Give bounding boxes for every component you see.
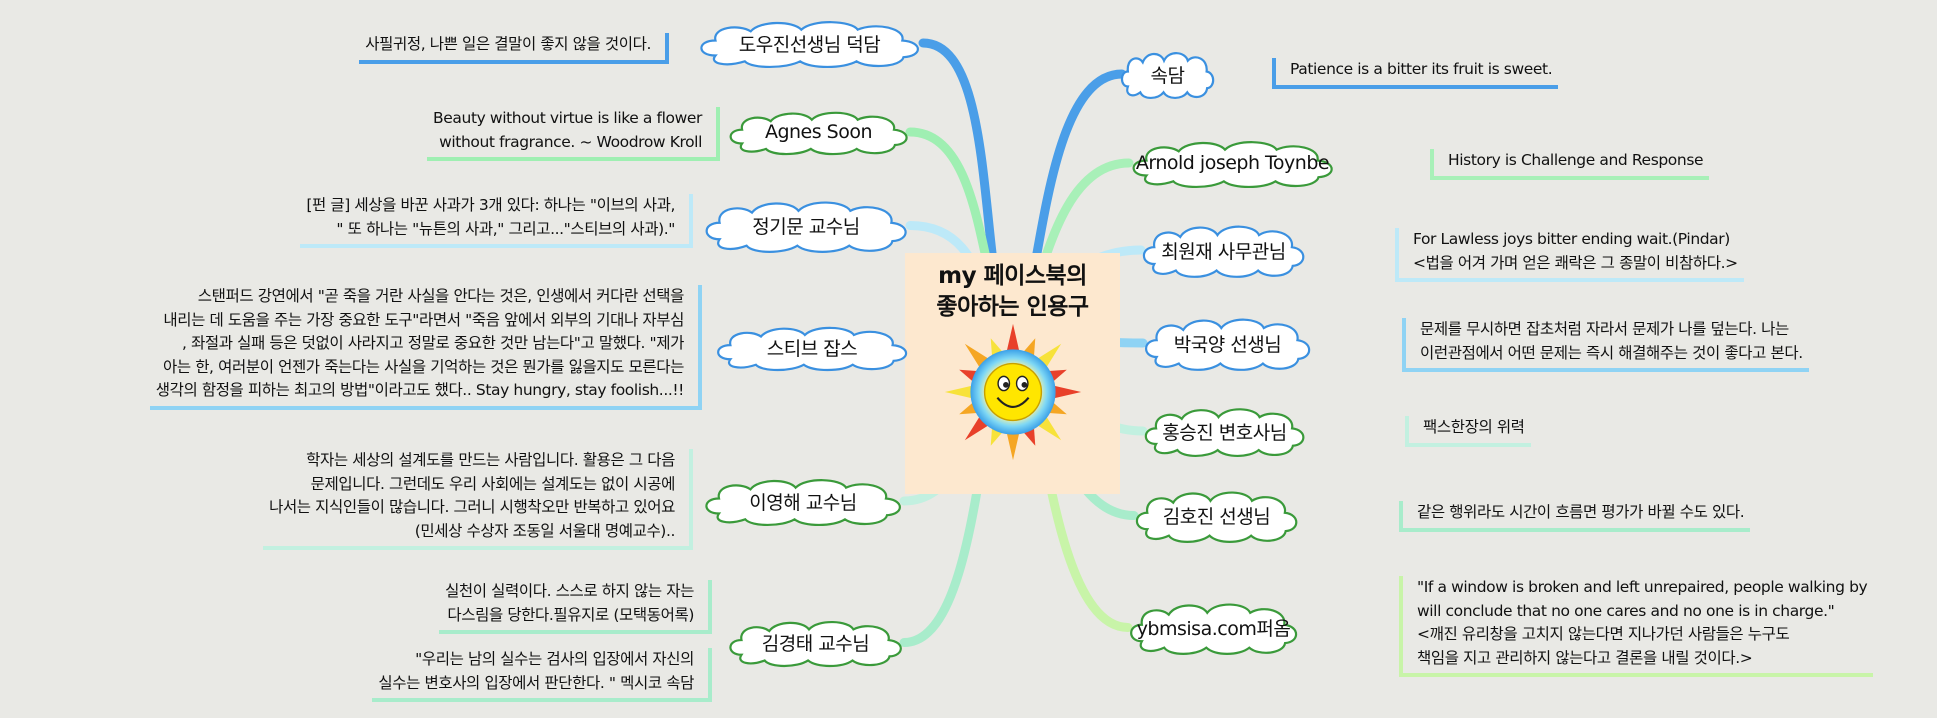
quote-leaf[interactable]: 팩스한장의 위력: [1405, 416, 1531, 447]
quote-line: <깨진 유리창을 고치지 않는다면 지나가던 사람들은 누구도: [1417, 625, 1790, 644]
topic-node[interactable]: 스티브 잡스: [710, 324, 914, 371]
quote-line: 사필귀정, 나쁜 일은 결말이 좋지 않을 것이다.: [365, 35, 651, 53]
topic-node[interactable]: 정기문 교수님: [698, 198, 914, 253]
cloud-shape: [710, 324, 914, 371]
topic-label: 김호진 선생님: [1162, 506, 1271, 528]
topic-node[interactable]: 이영해 교수님: [698, 476, 908, 526]
quote-leaf[interactable]: [펀 글] 세상을 바꾼 사과가 3개 있다: 하나는 "이브의 사과, " 또 …: [300, 194, 693, 249]
topic-label: Agnes Soon: [764, 121, 873, 143]
topic-label: 정기문 교수님: [752, 216, 860, 238]
quote-line: (민세상 수상자 조동일 서울대 명예교수)..: [414, 521, 676, 540]
cloud-shape: [1137, 222, 1310, 278]
quote-line: 다스림을 당한다.필유지로 (모택동어록): [447, 605, 694, 624]
quote-leaf[interactable]: Patience is a bitter its fruit is sweet.: [1272, 58, 1559, 89]
quote-line: 책임을 지고 관리하지 않는다고 결론을 내릴 것이다.>: [1417, 648, 1753, 667]
quote-line: 문제를 무시하면 잡초처럼 자라서 문제가 나를 덮는다. 나는: [1420, 320, 1789, 338]
topic-label: 도우진선생님 덕담: [738, 33, 881, 56]
quote-line: 생각의 함정을 피하는 최고의 방법"이라고도 했다.. Stay hungry…: [155, 381, 685, 400]
cloud-shape: [698, 476, 908, 526]
cloud-shape: [1139, 315, 1316, 371]
topic-node[interactable]: 홍승진 변호사님: [1139, 405, 1310, 457]
quote-line: History is Challenge and Response: [1448, 151, 1704, 169]
smiling-sun-icon: [944, 323, 1082, 461]
quote-line: Beauty without virtue is like a flower: [433, 109, 702, 127]
topic-label: 최원재 사무관님: [1161, 240, 1286, 263]
quote-line: 실수는 변호사의 입장에서 판단한다. " 멕시코 속담: [378, 673, 694, 692]
quote-line: 문제입니다. 그런데도 우리 사회에는 설계도는 없이 시공에: [310, 474, 676, 493]
topic-node[interactable]: Arnold joseph Toynbe: [1125, 138, 1340, 188]
cloud-shape: [723, 618, 908, 667]
quote-leaf[interactable]: 같은 행위라도 시간이 흐름면 평가가 바뀔 수도 있다.: [1399, 501, 1751, 532]
quote-line: 팩스한장의 위력: [1423, 418, 1525, 436]
quote-line: "우리는 남의 실수는 검사의 입장에서 자신의: [415, 650, 694, 668]
cloud-shape: [1118, 49, 1217, 99]
topic-label: 박국양 선생님: [1173, 333, 1282, 356]
cloud-shape: [1125, 138, 1340, 188]
quote-line: 이런관점에서 어떤 문제는 즉시 해결해주는 것이 좋다고 본다.: [1420, 343, 1803, 362]
title-line-2: 좋아하는 인용구: [936, 294, 1089, 320]
quote-leaf[interactable]: Beauty without virtue is like a flower wi…: [427, 107, 720, 162]
topic-label: 이영해 교수님: [749, 491, 857, 514]
quote-line: 아는 한, 여러분이 언젠가 죽는다는 사실을 기억하는 것은 뭔가를 잃을지도…: [162, 357, 684, 376]
quote-line: 실천이 실력이다. 스스로 하지 않는 자는: [445, 582, 694, 600]
central-topic[interactable]: my 페이스북의 좋아하는 인용구: [905, 253, 1120, 494]
quote-line: , 좌절과 실패 등은 덧없이 사라지고 정말로 중요한 것만 남는다"고 말했…: [182, 334, 684, 353]
quote-line: 스탠퍼드 강연에서 "곧 죽을 거란 사실을 안다는 것은, 인생에서 커다란 …: [197, 287, 685, 305]
topic-node[interactable]: ybmsisa.com퍼옴: [1124, 600, 1303, 655]
sun-ray: [1005, 428, 1021, 461]
topic-label: ybmsisa.com퍼옴: [1136, 618, 1291, 640]
topic-node[interactable]: 최원재 사무관님: [1137, 222, 1310, 278]
topic-node[interactable]: 김호진 선생님: [1130, 488, 1303, 543]
cloud-shape: [1130, 488, 1303, 543]
topic-node[interactable]: 속담: [1118, 49, 1217, 99]
cloud-shape: [723, 109, 914, 155]
quote-leaf[interactable]: History is Challenge and Response: [1430, 149, 1710, 180]
quote-line: <법을 어겨 가며 얻은 쾌락은 그 종말이 비참하다.>: [1413, 253, 1738, 272]
quote-line: 나서는 지식인들이 많습니다. 그러니 시행착오만 반복하고 있어요: [269, 498, 675, 517]
cloud-shape: [692, 18, 927, 68]
quote-line: [펀 글] 세상을 바꾼 사과가 3개 있다: 하나는 "이브의 사과,: [306, 196, 675, 214]
topic-node[interactable]: 박국양 선생님: [1139, 315, 1316, 371]
topic-label: 김경태 교수님: [761, 633, 870, 655]
quote-leaf[interactable]: "If a window is broken and left unrepair…: [1399, 576, 1874, 678]
topic-label: 홍승진 변호사님: [1162, 421, 1287, 444]
quote-leaf[interactable]: 스탠퍼드 강연에서 "곧 죽을 거란 사실을 안다는 것은, 인생에서 커다란 …: [149, 285, 702, 410]
quote-line: Patience is a bitter its fruit is sweet.: [1290, 60, 1553, 78]
quote-line: will conclude that no one cares and no o…: [1417, 601, 1835, 620]
quote-line: For Lawless joys bitter ending wait.(Pin…: [1413, 230, 1730, 248]
quote-line: "If a window is broken and left unrepair…: [1417, 578, 1868, 596]
quote-line: " 또 하나는 "뉴튼의 사과," 그리고..."스티브의 사과).": [336, 219, 675, 238]
sun-ray: [1005, 323, 1021, 356]
sun-ray: [1049, 384, 1082, 400]
quote-line: 같은 행위라도 시간이 흐름면 평가가 바뀔 수도 있다.: [1417, 503, 1745, 521]
topic-label: Arnold joseph Toynbe: [1135, 152, 1330, 174]
topic-label: 스티브 잡스: [766, 338, 858, 360]
topic-node[interactable]: 김경태 교수님: [723, 618, 908, 667]
title-line-1: my 페이스북의: [938, 263, 1087, 289]
cloud-shape: [698, 198, 914, 253]
quote-leaf[interactable]: For Lawless joys bitter ending wait.(Pin…: [1395, 228, 1744, 283]
quote-leaf[interactable]: 사필귀정, 나쁜 일은 결말이 좋지 않을 것이다.: [359, 33, 669, 64]
cloud-shape: [1124, 600, 1303, 655]
topic-label: 속담: [1150, 64, 1185, 87]
sun-ray: [944, 384, 977, 400]
topic-node[interactable]: 도우진선생님 덕담: [692, 18, 927, 68]
quote-line: 학자는 세상의 설계도를 만드는 사람입니다. 활용은 그 다음: [306, 451, 675, 469]
central-topic-title: my 페이스북의 좋아하는 인용구: [905, 261, 1120, 323]
quote-line: without fragrance. ~ Woodrow Kroll: [439, 132, 702, 151]
quote-line: 내리는 데 도움을 주는 가장 중요한 도구"라면서 "죽음 앞에서 외부의 기…: [163, 310, 684, 329]
cloud-shape: [1139, 405, 1310, 457]
topic-node[interactable]: Agnes Soon: [723, 109, 914, 155]
